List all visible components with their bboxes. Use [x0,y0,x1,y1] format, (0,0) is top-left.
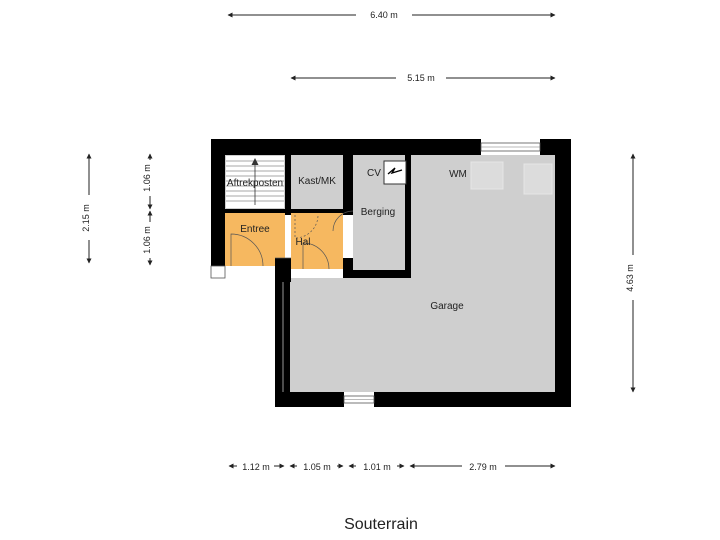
window-left [210,265,226,279]
room-label-berging: Berging [361,207,395,218]
dimension-label: 5.15 m [407,73,435,83]
label-cv: CV [367,168,381,179]
dimension-label: 1.12 m [242,462,270,472]
wall-stair-kast [285,155,291,215]
door-berging [332,210,354,232]
wall-kast-hal [291,209,343,213]
room-hal-fill [291,213,343,269]
room-garage-fill [290,155,555,392]
room-label-hal: Hal [295,237,310,248]
door-entree [230,233,264,267]
dimension-label: 1.01 m [363,462,391,472]
dimension-bottom-chain: 1.12 m 1.05 m 1.01 m 2.79 m [228,462,556,472]
dimension-left-total: 2.15 m [81,153,92,264]
room-kast-fill [291,155,343,209]
room-label-garage: Garage [430,301,464,312]
wall-column [275,258,291,282]
wall-kast-berging [343,155,353,215]
wall-top [211,139,481,155]
dimension-label: 1.05 m [303,462,331,472]
room-labels: Aftrekposten Kast/MK Berging Entree Hal … [227,168,467,312]
door-hal [302,242,330,270]
dimension-top-inner: 5.15 m [290,73,556,83]
dimension-label: 2.79 m [469,462,497,472]
wall-left-outer [211,139,225,278]
wall-berging-garage [405,155,411,278]
dimension-top-total: 6.40 m [227,10,556,20]
dryer-shape [523,163,553,195]
dimension-label: 2.15 m [81,204,91,232]
floor-title: Souterrain [344,516,418,533]
wall-berging-bottom [343,270,411,278]
label-wm: WM [449,169,467,180]
wall-stair-entree [225,209,285,213]
dimension-label: 1.06 m [142,226,152,254]
dimension-label: 6.40 m [370,10,398,20]
room-entree-fill [225,213,285,266]
dimension-label: 1.06 m [142,164,152,192]
dimension-left-lower: 1.06 m [142,210,153,266]
room-label-entree: Entree [240,224,270,235]
walls [211,139,571,407]
wall-right-outer [555,139,571,407]
doors [230,210,354,270]
room-label-aftrekposten: Aftrekposten [227,178,283,189]
room-label-kast-mk: Kast/MK [298,176,336,187]
dimension-label: 4.63 m [625,264,635,292]
wall-bottom-left [275,392,344,407]
dimension-left-upper: 1.06 m [142,153,153,210]
dimension-right-total: 4.63 m [625,153,636,393]
wall-bottom-right [374,392,571,407]
windows [210,142,541,404]
washing-machine-shape [470,161,504,190]
appliances [383,160,553,195]
wall-hal-right [343,258,353,270]
stairs [226,156,284,208]
